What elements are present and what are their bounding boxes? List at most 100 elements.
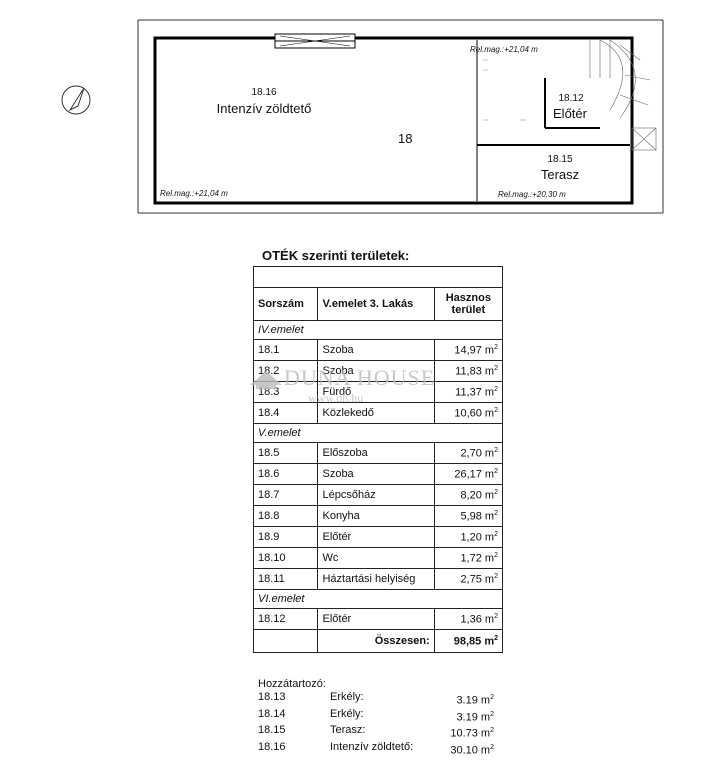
area-value: 14,97 — [454, 344, 482, 357]
room-name-1816: Intenzív zöldtető — [216, 101, 312, 116]
appendix-area-unit-sup: 2 — [490, 727, 494, 735]
area-unit: m — [484, 531, 495, 544]
room-name: Háztartási helyiség — [317, 568, 435, 590]
room-number: 18.5 — [252, 442, 319, 464]
section-row: VI.emelet — [253, 589, 503, 609]
room-number: 18.10 — [252, 547, 319, 569]
room-area: 5,98 m2 — [433, 505, 504, 527]
area-value: 2,75 — [460, 573, 482, 586]
area-unit: m — [484, 510, 495, 523]
area-value: 8,20 — [460, 489, 482, 502]
total-unit-sup: 2 — [494, 634, 498, 642]
appendix-area-unit-sup: 2 — [490, 694, 494, 701]
header-lakas: V.emelet 3. Lakás — [317, 287, 435, 321]
total-label: Összesen: — [317, 629, 435, 653]
area-value: 1,36 — [460, 613, 482, 626]
area-unit-sup: 2 — [494, 385, 498, 393]
north-arrow-icon — [61, 85, 91, 115]
floor-plan — [61, 19, 664, 214]
area-value: 11,83 — [455, 365, 482, 378]
room-number: 18.12 — [252, 608, 319, 630]
appendix-area-value: 10.73 — [450, 727, 478, 740]
area-unit: m — [484, 573, 495, 586]
total-area: 98,85 m2 — [433, 629, 504, 653]
area-unit: m — [484, 489, 495, 502]
room-name: Wc — [317, 547, 435, 569]
appendix-area-unit: m — [480, 694, 491, 707]
header-sorszam: Sorszám — [252, 287, 319, 321]
appendix-area-unit: m — [480, 744, 491, 757]
section-row: V.emelet — [253, 423, 503, 443]
room-number: 18.1 — [252, 339, 319, 361]
room-area: 14,97 m2 — [433, 339, 504, 361]
total-value: 98,85 — [453, 635, 482, 648]
appendix-name: Erkély: — [330, 707, 364, 720]
room-name: Szoba — [317, 463, 435, 485]
appendix-number: 18.13 — [258, 691, 286, 703]
header-hasznos: Hasznos terület — [433, 287, 504, 321]
section-label: VI.emelet — [253, 589, 503, 609]
area-value: 2,70 — [460, 447, 482, 460]
area-unit-sup: 2 — [494, 509, 498, 517]
room-number: 18.7 — [252, 484, 319, 506]
area-table: Sorszám V.emelet 3. Lakás Hasznos terüle… — [252, 266, 504, 653]
room-area: 11,37 m2 — [433, 381, 504, 403]
appendix-number: 18.14 — [258, 707, 286, 720]
total-spacer — [252, 629, 319, 653]
room-name: Előtér — [317, 526, 435, 548]
watermark-brand: DUNA HOUSE — [284, 365, 436, 390]
room-area: 2,75 m2 — [433, 568, 504, 590]
room-number-1812: 18.12 — [558, 93, 584, 104]
appendix-row: 18.14 Erkély: 3.19 m2 — [258, 708, 494, 725]
watermark: DUNA HOUSE www.dh.hu — [248, 365, 435, 406]
appendix-area-unit-sup: 2 — [490, 743, 494, 751]
room-number: 18.9 — [252, 526, 319, 548]
area-unit-sup: 2 — [494, 406, 498, 414]
area-unit-sup: 2 — [494, 572, 498, 580]
area-unit: m — [484, 613, 495, 626]
unit-label: 18 — [398, 131, 413, 146]
room-name: Előszoba — [317, 442, 435, 464]
appendix-area-unit: m — [480, 711, 491, 724]
room-area: 1,20 m2 — [433, 526, 504, 548]
rel-height-top: Rel.mag.:+21,04 m — [470, 45, 538, 54]
room-number-1816: 18.16 — [251, 87, 277, 98]
area-unit: m — [484, 407, 495, 420]
room-name: Közlekedő — [317, 402, 435, 424]
area-unit: m — [484, 447, 495, 460]
appendix-area: 3.19 m2 — [438, 708, 494, 725]
area-value: 26,17 — [454, 468, 482, 481]
room-area: 1,36 m2 — [433, 608, 504, 630]
area-unit: m — [484, 365, 495, 378]
area-unit: m — [484, 344, 495, 357]
room-name-1812: Előtér — [553, 106, 587, 121]
appendix-number: 18.16 — [258, 740, 286, 753]
room-name-1815: Terasz — [540, 167, 580, 182]
room-name: Konyha — [317, 505, 435, 527]
room-number: 18.8 — [252, 505, 319, 527]
area-unit-sup: 2 — [494, 530, 498, 538]
room-number: 18.11 — [252, 568, 319, 590]
area-unit-sup: 2 — [494, 343, 498, 351]
room-area: 26,17 m2 — [433, 463, 504, 485]
total-row: Összesen:98,85 m2 — [252, 629, 504, 653]
area-unit: m — [484, 386, 495, 399]
rel-height-left: Rel.mag.:+21,04 m — [160, 189, 228, 198]
area-value: 1,72 — [460, 552, 482, 565]
area-value: 11,37 — [455, 386, 482, 399]
appendix-area-unit-sup: 2 — [490, 710, 494, 718]
area-unit-sup: 2 — [494, 612, 498, 620]
area-unit: m — [484, 468, 495, 481]
appendix-title: Hozzátartozó: — [258, 678, 326, 690]
appendix-area-value: 30.10 — [450, 744, 478, 757]
room-name: Előtér — [317, 608, 435, 630]
